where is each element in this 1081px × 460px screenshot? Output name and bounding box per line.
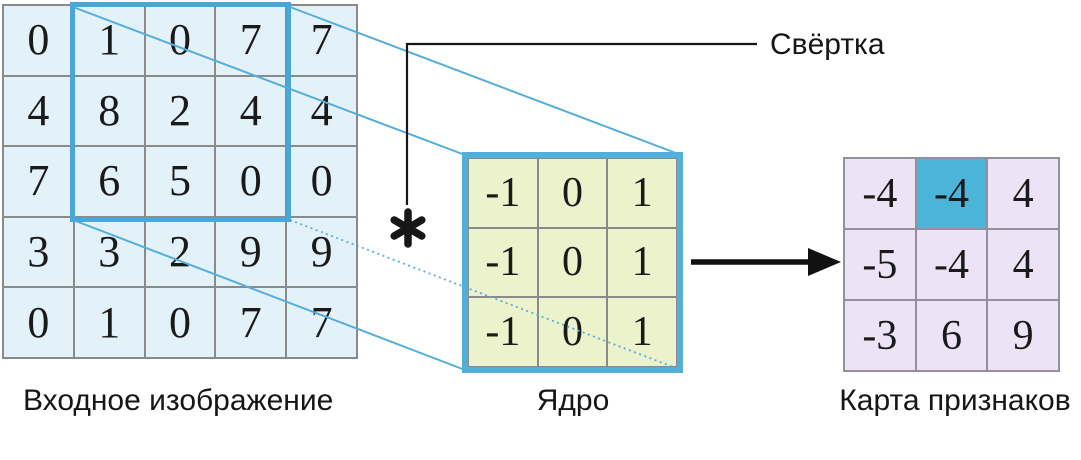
grid-cell: 0 [537, 227, 608, 298]
grid-cell: -3 [844, 300, 916, 371]
grid-cell: 6 [73, 146, 145, 217]
grid-cell: 9 [215, 216, 287, 288]
grid-cell: 3 [3, 216, 74, 288]
grid-cell: 0 [3, 5, 74, 76]
grid-cell: -4 [915, 229, 988, 300]
grid-cell: 1 [607, 227, 677, 298]
grid-cell: 4 [286, 75, 357, 147]
grid-cell-highlighted: -4 [915, 158, 988, 229]
grid-cell: 4 [987, 158, 1059, 229]
grid-cell: 0 [537, 297, 608, 367]
feature-map-label: Карта признаков [839, 384, 1071, 417]
grid-cell: 4 [987, 229, 1059, 300]
grid-cell: 6 [915, 300, 988, 371]
asterisk-operator-icon [390, 208, 426, 248]
grid-cell: 0 [286, 146, 357, 217]
grid-cell: 7 [215, 287, 287, 358]
kernel-label: Ядро [536, 384, 610, 417]
input-highlight-region [70, 2, 291, 222]
grid-cell: 0 [537, 158, 608, 228]
grid-cell: -1 [468, 227, 538, 298]
grid-cell: -5 [844, 229, 916, 300]
grid-cell: 5 [144, 146, 216, 217]
grid-cell: 9 [286, 216, 357, 288]
grid-cell: 0 [144, 287, 216, 358]
grid-cell: 0 [3, 287, 74, 358]
grid-cell: 9 [987, 300, 1059, 371]
convolution-title-label: Свёртка [770, 28, 885, 61]
grid-cell: 1 [73, 287, 145, 358]
grid-cell: 7 [286, 5, 357, 76]
grid-cell: 0 [215, 146, 287, 217]
grid-cell: 7 [286, 287, 357, 358]
grid-cell: -4 [844, 158, 916, 229]
input-image-label: Входное изображение [23, 384, 334, 417]
grid-cell: 1 [607, 297, 677, 367]
grid-cell: 4 [3, 75, 74, 147]
grid-cell: 1 [607, 158, 677, 228]
grid-cell: 3 [73, 216, 145, 288]
grid-cell: 7 [3, 146, 74, 217]
grid-cell: 2 [144, 216, 216, 288]
grid-cell: -1 [468, 158, 538, 228]
result-arrow-icon [691, 248, 841, 276]
grid-cell: -1 [468, 297, 538, 367]
